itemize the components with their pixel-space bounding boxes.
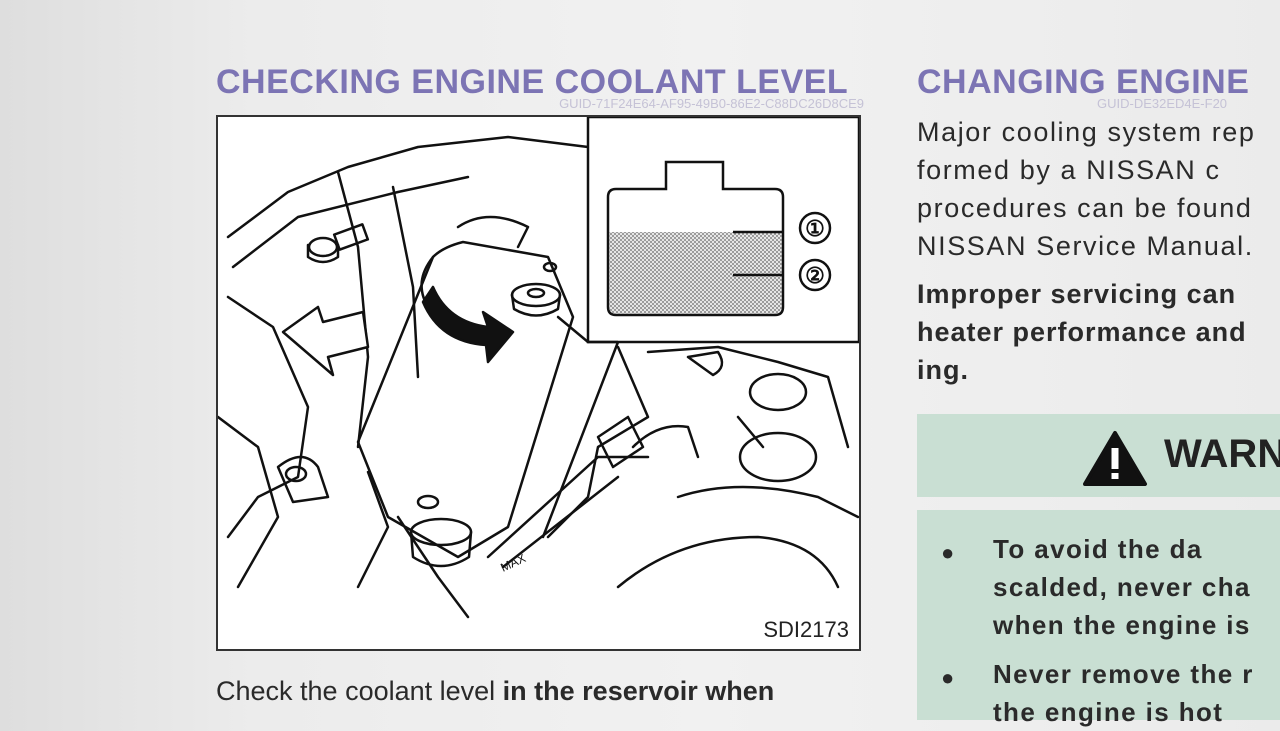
warning-header: WARN — [917, 414, 1280, 497]
paragraph-improper: Improper servicing can heater performanc… — [917, 275, 1280, 389]
right-column: CHANGING ENGINE GUID-DE32ED4E-F20 Major … — [917, 60, 1280, 720]
text-line: NISSAN Service Manual. — [917, 231, 1254, 261]
text-line: Never remove the r — [993, 659, 1254, 689]
text-line: ing. — [917, 355, 969, 385]
body-bold-text: in the reservoir when — [502, 676, 775, 706]
bullet-dot: ● — [941, 665, 955, 690]
warning-bullet-1: To avoid the da scalded, never cha when … — [993, 530, 1251, 644]
text-line: heater performance and — [917, 317, 1247, 347]
body-paragraph: Check the coolant level in the reservoir… — [216, 676, 774, 707]
section-heading-right: CHANGING ENGINE — [917, 63, 1250, 101]
paragraph-service: Major cooling system rep formed by a NIS… — [917, 113, 1280, 265]
text-line: procedures can be found — [917, 193, 1253, 223]
level-marker-one: ① — [805, 216, 825, 241]
warning-triangle-icon — [1083, 431, 1147, 486]
coolant-reservoir-illustration: MAX ① ② SDI2173 — [216, 115, 861, 651]
warning-title: WARN — [1164, 432, 1280, 476]
section-heading: CHECKING ENGINE COOLANT LEVEL — [216, 63, 849, 101]
text-line: To avoid the da — [993, 534, 1203, 564]
left-column: CHECKING ENGINE COOLANT LEVEL GUID-71F24… — [216, 60, 864, 111]
level-marker-two: ② — [805, 263, 825, 288]
bullet-dot: ● — [941, 540, 955, 565]
max-mark-label: MAX — [498, 551, 527, 575]
body-plain-text: Check the coolant level — [216, 676, 503, 706]
text-line: Improper servicing can — [917, 279, 1237, 309]
warning-body: ● To avoid the da scalded, never cha whe… — [917, 510, 1280, 727]
text-line: formed by a NISSAN c — [917, 155, 1221, 185]
guid-label: GUID-71F24E64-AF95-49B0-86E2-C88DC26D8CE… — [559, 96, 864, 111]
figure-code: SDI2173 — [763, 617, 849, 642]
guid-label-right: GUID-DE32ED4E-F20 — [1097, 96, 1228, 111]
level-inset: ① ② — [586, 117, 859, 344]
text-line: when the engine is — [993, 610, 1251, 640]
text-line: Major cooling system rep — [917, 117, 1256, 147]
text-line: scalded, never cha — [993, 572, 1251, 602]
text-line: the engine is hot — [993, 697, 1224, 727]
engine-bay-drawing: MAX ① ② — [218, 117, 859, 619]
